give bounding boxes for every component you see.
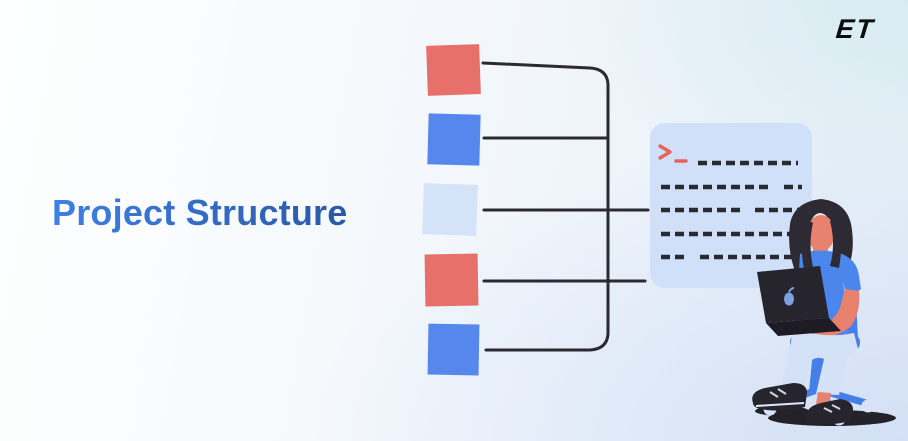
laptop-logo-stem-icon: [788, 287, 795, 293]
module-square-5: [427, 323, 480, 376]
terminal-panel: [650, 123, 812, 288]
left-sneaker-sole: [755, 402, 805, 407]
chair-wheel-2: [861, 399, 875, 413]
person-arm: [794, 289, 860, 337]
prompt-chevron-icon: [658, 144, 672, 160]
left-sneaker-laces: [769, 388, 787, 398]
connector-lines: [481, 61, 650, 352]
hair-strand-left: [801, 219, 813, 269]
terminal-prompt-icon: [658, 144, 688, 163]
laptop: [757, 266, 841, 336]
hair-strand-right: [830, 217, 841, 268]
module-square-4: [424, 253, 479, 307]
person-illustration: [752, 199, 896, 426]
connector-bracket: [481, 61, 610, 352]
terminal-panel-background: [650, 123, 812, 288]
laptop-lid: [757, 266, 829, 323]
page-title: Project Structure: [52, 192, 348, 233]
person-pants: [782, 329, 858, 395]
person-face: [807, 215, 835, 251]
code-lines: [661, 160, 802, 260]
laptop-base: [766, 318, 841, 336]
module-square-1: [426, 44, 481, 96]
module-square-3: [422, 183, 478, 236]
sneakers: [752, 383, 854, 425]
right-sneaker-laces: [823, 404, 841, 413]
laptop-logo-icon: [784, 292, 794, 306]
module-square-2: [427, 113, 481, 166]
module-squares: [422, 44, 481, 376]
